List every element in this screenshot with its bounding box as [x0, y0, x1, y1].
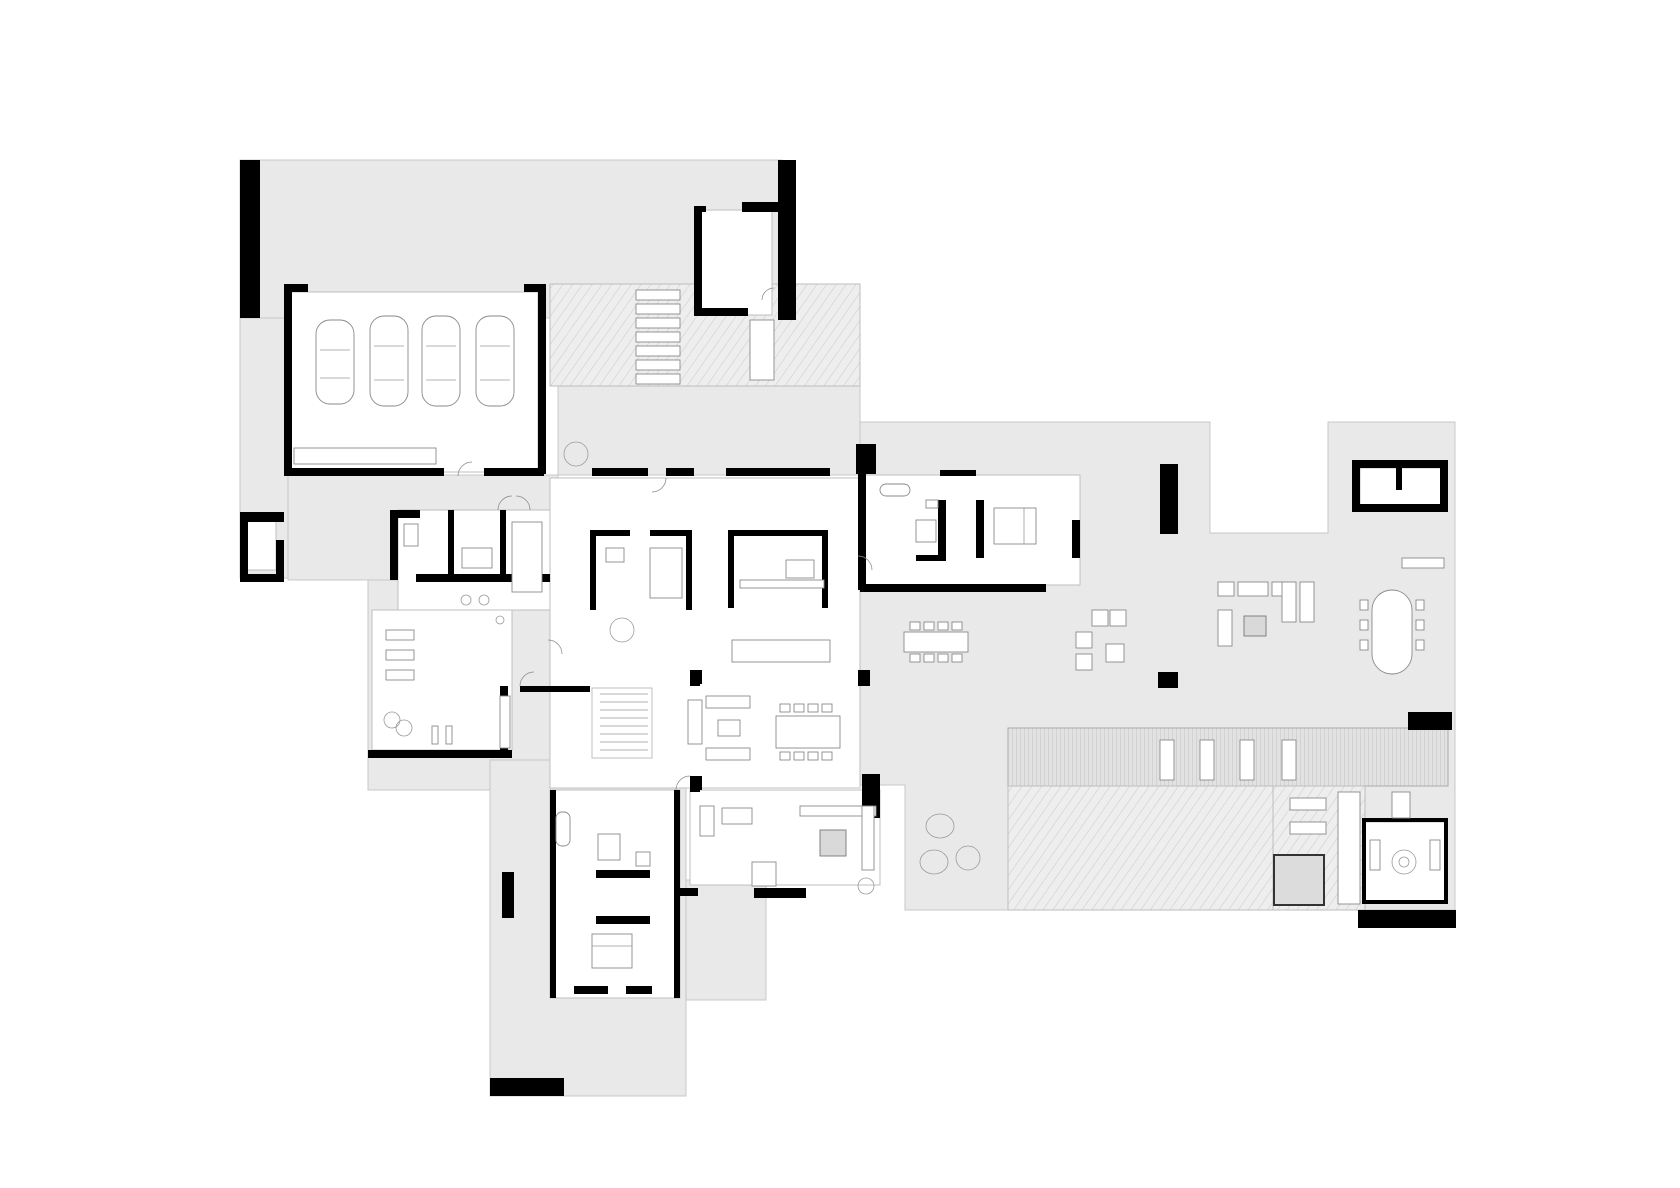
car-3: [421, 315, 461, 407]
lounge-furniture: [699, 805, 877, 895]
pool-area: [1007, 727, 1449, 911]
column-2: [692, 776, 702, 790]
jacuzzi: [1273, 854, 1325, 906]
outdoor-lounge-chairs: [1075, 609, 1127, 671]
central-furniture: [600, 547, 841, 790]
utility-fixtures: [403, 521, 543, 625]
cars: [293, 315, 515, 465]
small-outbuilding-interior: [245, 519, 277, 571]
bathtub-east: [879, 483, 911, 497]
entrance-court: [557, 384, 861, 476]
interior-dining-table: [775, 703, 841, 761]
tree: [563, 441, 589, 467]
doors: [457, 287, 873, 791]
outdoor-sofa-set: [1217, 581, 1315, 647]
column: [692, 670, 702, 684]
swimming-pool: [1007, 785, 1274, 911]
garage-storage: [293, 447, 437, 465]
south-paving-2: [685, 879, 767, 1001]
terrace-furniture: [903, 557, 1445, 875]
car-1: [315, 319, 355, 405]
pergola-slats: [563, 289, 775, 467]
interior-sofa: [687, 695, 751, 761]
bed-east: [993, 507, 1037, 545]
spa-fixtures: [1369, 839, 1441, 875]
pool-deck-sunbeds: [1289, 791, 1411, 835]
outdoor-dining: [903, 621, 969, 663]
pool-house-dining: [1359, 557, 1445, 675]
car-4: [475, 315, 515, 407]
kitchen-island: [731, 559, 831, 663]
sunbeds: [1159, 739, 1297, 781]
round-table: [609, 617, 635, 643]
garden-stones: [919, 813, 981, 875]
south-suite-furniture: [555, 811, 651, 969]
stair-area: [591, 687, 653, 759]
staircase: [600, 693, 648, 751]
east-suite-furniture: [879, 483, 1037, 545]
gym-equipment: [383, 629, 511, 749]
car-2: [369, 315, 409, 407]
pool-shower: [1337, 791, 1361, 905]
lounge-interior: [689, 789, 881, 886]
walls: [240, 160, 1456, 1096]
bathtub: [555, 811, 571, 847]
rug: [819, 829, 847, 857]
bathroom-fixtures: [605, 547, 683, 599]
bed-south: [591, 933, 633, 969]
pergola: [1007, 727, 1449, 787]
top-wc-interior: [699, 209, 773, 316]
